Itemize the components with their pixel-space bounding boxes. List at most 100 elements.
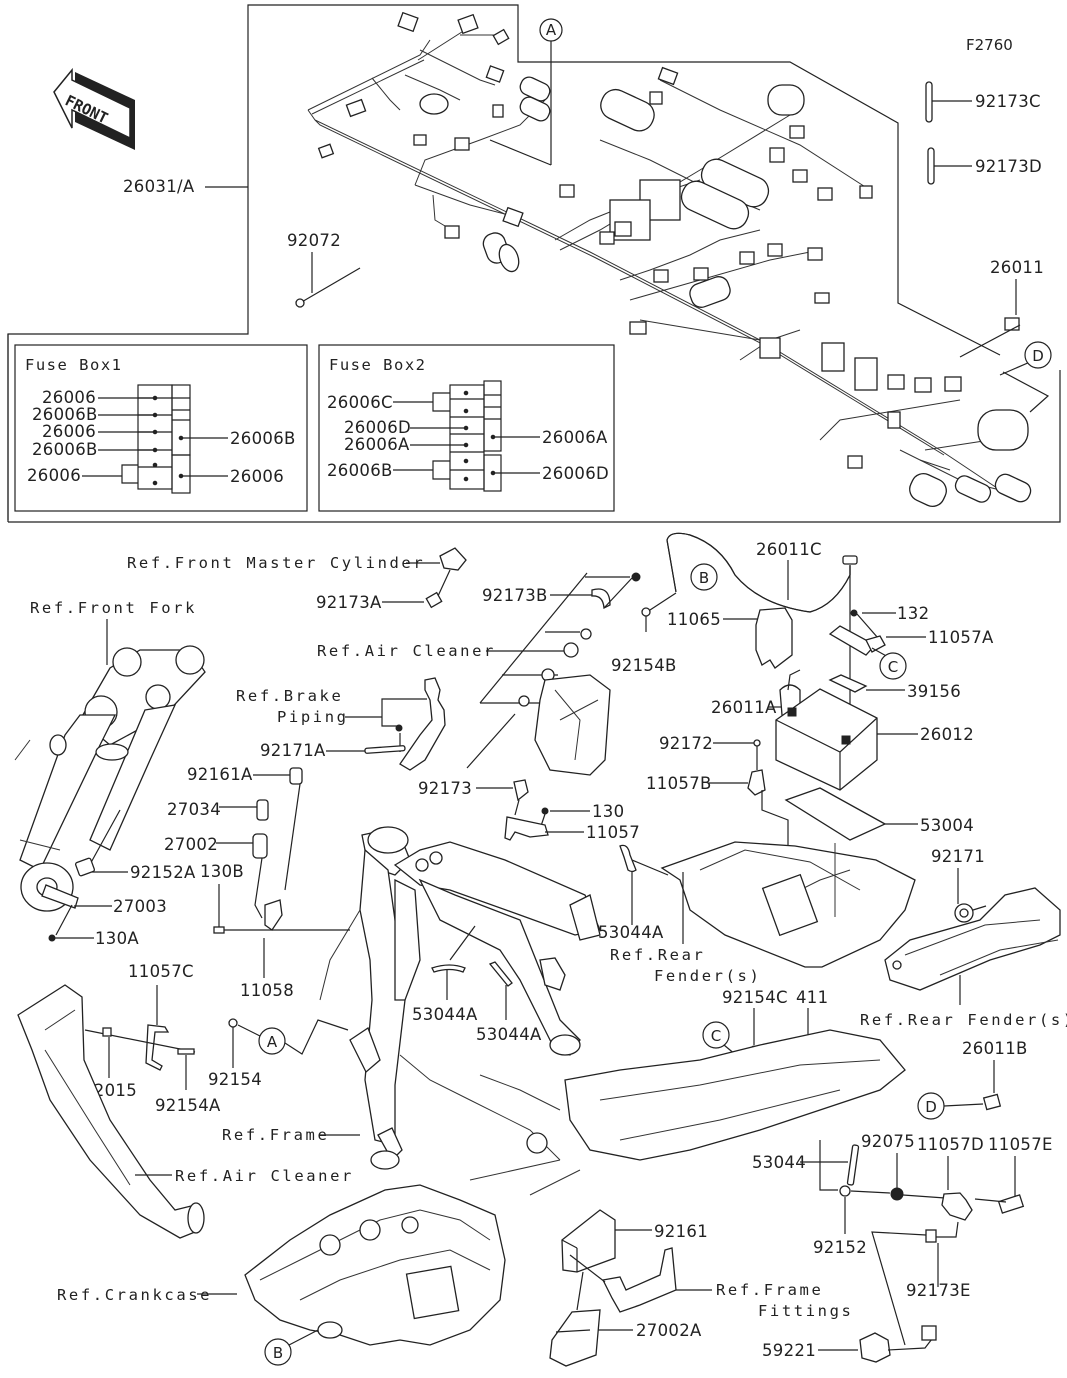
master-cylinder-bracket-icon (425, 547, 467, 609)
bolt-92154a-icon (177, 1048, 195, 1055)
label-130b: 130B (200, 862, 244, 881)
label-27002: 27002 (164, 835, 218, 854)
label-53004: 53004 (920, 816, 974, 835)
fuse-box-2-title: Fuse Box2 (329, 356, 427, 374)
battery-26012 (775, 688, 878, 791)
label-53044a-2: 53044A (412, 1005, 478, 1024)
battery-case-drawing (660, 841, 916, 968)
label-92152a: 92152A (130, 863, 196, 882)
bracket-11057d-icon (941, 1192, 973, 1221)
rear-frame-section-drawing (884, 887, 1061, 991)
label-92154b: 92154B (611, 656, 677, 675)
label-53044a-3: 53044A (476, 1025, 542, 1044)
label-11057c: 11057C (128, 962, 194, 981)
label-92173e: 92173E (906, 1281, 971, 1300)
label-26011: 26011 (990, 258, 1044, 277)
label-92161a: 92161A (187, 765, 253, 784)
label-53044: 53044 (752, 1153, 806, 1172)
callout-b-top: B (690, 563, 718, 591)
ref-air-cleaner-top: Ref.Air Cleaner (317, 642, 496, 660)
main-frame-drawing (319, 826, 601, 1170)
bracket-11057e-icon (997, 1194, 1025, 1214)
bolt-130-icon (540, 807, 549, 827)
label-92154a: 92154A (155, 1096, 221, 1115)
collar-92015-icon (102, 1027, 112, 1037)
label-26012: 26012 (920, 725, 974, 744)
fb2-right-label-2: 26006D (542, 464, 609, 483)
front-arrow-icon: FRONT (53, 67, 135, 150)
label-11057d: 11057D (917, 1135, 984, 1154)
label-92075: 92075 (861, 1132, 915, 1151)
label-92172: 92172 (659, 734, 713, 753)
label-132: 132 (897, 604, 929, 623)
label-411: 411 (796, 988, 828, 1007)
bolt-130a-icon (48, 934, 56, 942)
ref-rear-fender-1b: Fender(s) (654, 967, 761, 985)
horn-27003 (20, 862, 79, 936)
ref-frame-fittings-1: Ref.Frame (716, 1281, 823, 1299)
label-92173: 92173 (418, 779, 472, 798)
svg-text:D: D (925, 1098, 937, 1116)
fb1-left-label-1: 26006 (42, 388, 96, 407)
clamp-92173-icon (513, 779, 529, 816)
fb1-left-label-4: 26006B (32, 440, 98, 459)
callout-d-bottom: D (917, 1092, 984, 1120)
grommet-92171-icon (954, 903, 987, 923)
label-92154: 92154 (208, 1070, 262, 1089)
fb1-right-label-2: 26006 (230, 467, 284, 486)
label-92173a: 92173A (316, 593, 382, 612)
screw-92172-icon (753, 739, 761, 770)
callout-c-battery: C (871, 647, 907, 680)
svg-text:B: B (273, 1344, 283, 1362)
label-130a: 130A (95, 929, 139, 948)
ecu-cover-92161 (561, 1209, 616, 1273)
screw-132-icon (850, 609, 879, 639)
bracket-11057c-icon (145, 1024, 170, 1071)
figure-id: F2760 (966, 36, 1013, 54)
fb1-left-label-5: 26006 (27, 466, 81, 485)
callout-c-frame: C (702, 1021, 761, 1076)
ref-frame-fittings-2: Fittings (758, 1302, 853, 1320)
fuse-box-1: Fuse Box1 (14, 344, 308, 512)
cable-tie-icon (295, 267, 361, 308)
strap-53044a-icon-2 (431, 925, 476, 1000)
nut-92152a-icon (75, 857, 95, 877)
callout-d-top: D (959, 324, 1052, 413)
collar-92152-icon (839, 1185, 851, 1197)
label-59221: 59221 (762, 1341, 816, 1360)
callout-a-bottom: A (237, 1019, 349, 1055)
label-92171a: 92171A (260, 741, 326, 760)
ref-rear-fender-1a: Ref.Rear (610, 946, 705, 964)
ref-front-master-cylinder: Ref.Front Master Cylinder (127, 554, 425, 572)
svg-text:D: D (1032, 347, 1044, 365)
label-92161: 92161 (654, 1222, 708, 1241)
label-26011b: 26011B (962, 1039, 1028, 1058)
strap-53044a-icon-1 (619, 844, 669, 876)
callout-b-bottom: B (264, 1329, 319, 1366)
pad-39156-icon (828, 674, 868, 693)
label-92154c: 92154C (722, 988, 788, 1007)
label-26031-a: 26031/A (123, 177, 195, 196)
fuse-box-1-title: Fuse Box1 (25, 356, 123, 374)
rear-frame-drawing (469, 1029, 906, 1196)
fb2-left-label-3: 26006A (344, 435, 410, 454)
label-92152: 92152 (813, 1238, 867, 1257)
brake-bracket-icon (395, 677, 446, 771)
label-130: 130 (592, 802, 624, 821)
label-11057: 11057 (586, 823, 640, 842)
ref-front-fork: Ref.Front Fork (30, 599, 197, 617)
label-53044a-1: 53044A (598, 923, 664, 942)
harness-outline (7, 4, 1061, 523)
ref-air-cleaner-bottom: Ref.Air Cleaner (175, 1167, 354, 1185)
fb2-left-label-2: 26006D (344, 418, 411, 437)
bolt-92154b-icon (641, 592, 677, 632)
label-27002a: 27002A (636, 1321, 702, 1340)
svg-text:B: B (699, 569, 709, 587)
crankcase-drawing (244, 1184, 506, 1346)
ref-brake-piping-2: Piping (277, 708, 349, 726)
fb2-right-label-1: 26006A (542, 428, 608, 447)
clamp-92173e-icon (925, 1229, 937, 1243)
switch-27034-icon (256, 799, 269, 821)
ecu-27002a (549, 1309, 601, 1367)
